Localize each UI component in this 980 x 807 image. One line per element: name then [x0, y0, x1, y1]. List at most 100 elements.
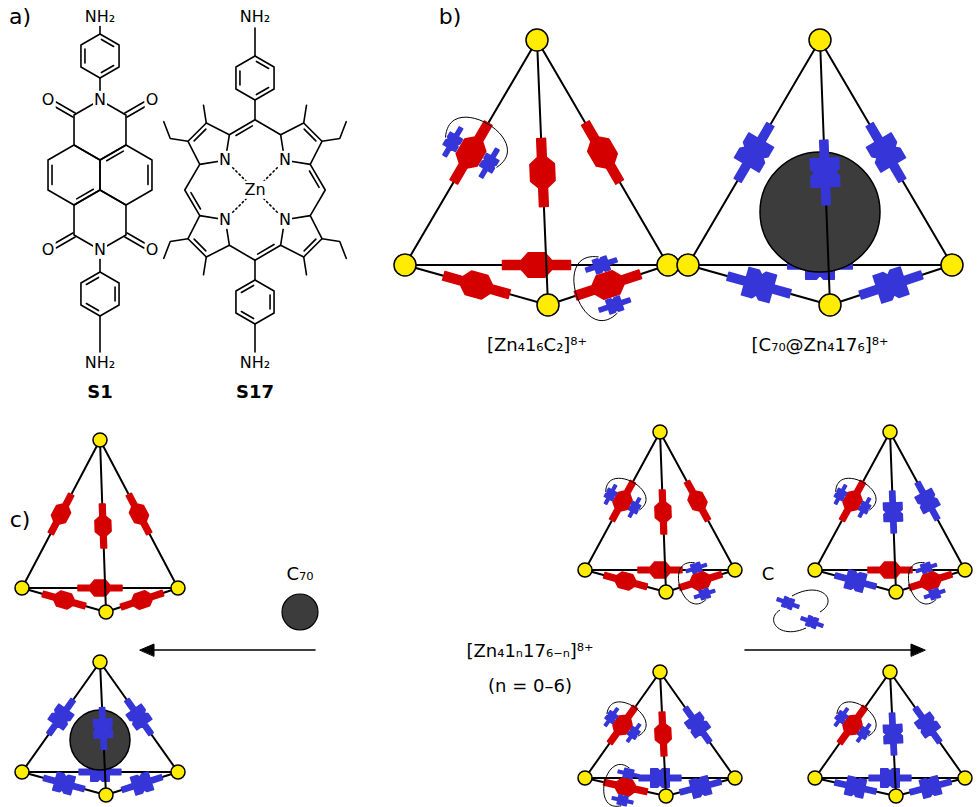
- ndi-ligand: [603, 702, 641, 747]
- porphyrin-ligand: [678, 703, 717, 748]
- ndi-ligand: [575, 117, 630, 188]
- zinc-vertex: [659, 789, 673, 803]
- guest-linker: [606, 478, 646, 510]
- guest-linker: [837, 702, 876, 736]
- phenyl-ring: [81, 272, 119, 316]
- guest-linker: [445, 117, 507, 167]
- cage-edge: [100, 440, 178, 588]
- bond-line: [254, 28, 256, 56]
- fullerene-ball: [282, 594, 318, 630]
- cage-edge: [815, 432, 890, 570]
- porphyrin-ligand: [869, 769, 911, 787]
- ndi-ligand: [94, 504, 111, 549]
- atom-label: NH₂: [84, 8, 116, 26]
- zinc-vertex: [394, 254, 416, 276]
- porphyrin-ligand: [776, 594, 801, 611]
- cage-edge: [890, 432, 965, 570]
- porphyrin-ligand: [602, 706, 622, 728]
- zinc-vertex: [941, 254, 963, 276]
- formula-label: C₇₀: [287, 564, 314, 585]
- ndi-ligand: [122, 491, 157, 537]
- zinc-vertex: [657, 254, 679, 276]
- zinc-vertex: [728, 771, 742, 785]
- double-bond-line: [236, 126, 252, 136]
- naphthalene-ring: [100, 145, 152, 205]
- porphyrin-ligand: [923, 586, 946, 601]
- double-bond-line: [86, 277, 98, 284]
- bond-line: [99, 258, 101, 272]
- porphyrin-ligand: [810, 140, 841, 206]
- zinc-vertex: [537, 294, 559, 316]
- ndi-ligand: [602, 568, 649, 595]
- ndi-ligand: [440, 264, 512, 306]
- bond-line: [99, 26, 101, 34]
- zinc-vertex: [15, 765, 29, 779]
- atom-label: NH₂: [239, 8, 271, 26]
- double-bond-line: [101, 39, 113, 46]
- ndi-ligand: [605, 478, 640, 524]
- cage-edge: [405, 265, 548, 305]
- atom-label: O: [145, 241, 160, 259]
- porphyrin-ligand: [857, 117, 914, 187]
- double-bond-line: [77, 189, 94, 199]
- carbonyl-bond: [54, 106, 73, 117]
- atom-label: O: [41, 91, 56, 109]
- double-bond-line: [84, 49, 86, 63]
- porphyrin-ligand: [908, 703, 947, 748]
- bond-line: [99, 316, 101, 352]
- atom-label: N: [93, 241, 107, 259]
- ndi-ligand: [835, 478, 870, 524]
- zinc-vertex: [808, 771, 822, 785]
- ndi-ligand: [868, 562, 912, 578]
- porphyrin-ligand: [725, 117, 782, 187]
- carbonyl-bond: [125, 237, 144, 248]
- methyl-bond: [203, 105, 206, 123]
- carbonyl-bond: [127, 233, 146, 244]
- carbonyl-bond: [54, 233, 73, 244]
- zinc-vertex: [526, 29, 548, 51]
- guest-linker: [604, 764, 630, 806]
- zinc-vertex: [99, 605, 113, 619]
- zinc-vertex: [677, 254, 699, 276]
- zinc-vertex: [808, 563, 822, 577]
- reaction-arrow: [150, 649, 315, 651]
- zinc-vertex: [809, 29, 831, 51]
- methyl-bond: [304, 257, 307, 275]
- porphyrin-ligand: [438, 124, 467, 159]
- double-bond-line: [256, 88, 268, 95]
- guest-linker: [908, 562, 936, 604]
- cage-edge: [22, 662, 100, 772]
- ndi-ligand: [654, 712, 672, 757]
- bond-line: [254, 260, 256, 280]
- guest-linker: [836, 478, 876, 510]
- double-bond-line: [86, 304, 98, 311]
- porphyrin-ligand: [693, 586, 716, 601]
- ndi-ligand: [638, 562, 682, 578]
- porphyrin-ligand: [833, 773, 878, 800]
- zinc-vertex: [93, 433, 107, 447]
- guest-linker: [574, 257, 618, 321]
- cage-edge: [820, 40, 952, 265]
- zinc-vertex: [653, 665, 667, 679]
- atom-label: N: [93, 91, 107, 109]
- porphyrin-ligand: [597, 293, 632, 317]
- cage-edge: [22, 440, 100, 588]
- porphyrin-ligand: [601, 483, 619, 506]
- coordination-bond: [232, 167, 247, 182]
- cage-edge: [405, 40, 537, 265]
- bond-line: [254, 324, 256, 352]
- porphyrin-ligand: [724, 262, 794, 307]
- panel-letter: c): [10, 507, 31, 532]
- atom-label: Zn: [243, 181, 266, 199]
- porphyrin-ligand: [832, 706, 852, 728]
- porphyrin-ligand: [831, 483, 849, 506]
- ethyl-bonds: [164, 122, 188, 142]
- atom-label: N: [218, 151, 232, 169]
- atom-label: N: [278, 151, 292, 169]
- carbonyl-bond: [125, 102, 144, 113]
- compound-label: S1: [87, 382, 113, 403]
- porphyrin-ligand: [41, 769, 86, 798]
- double-bond-line: [239, 71, 241, 85]
- ndi-ligand: [654, 490, 671, 535]
- cage-edge: [660, 432, 735, 570]
